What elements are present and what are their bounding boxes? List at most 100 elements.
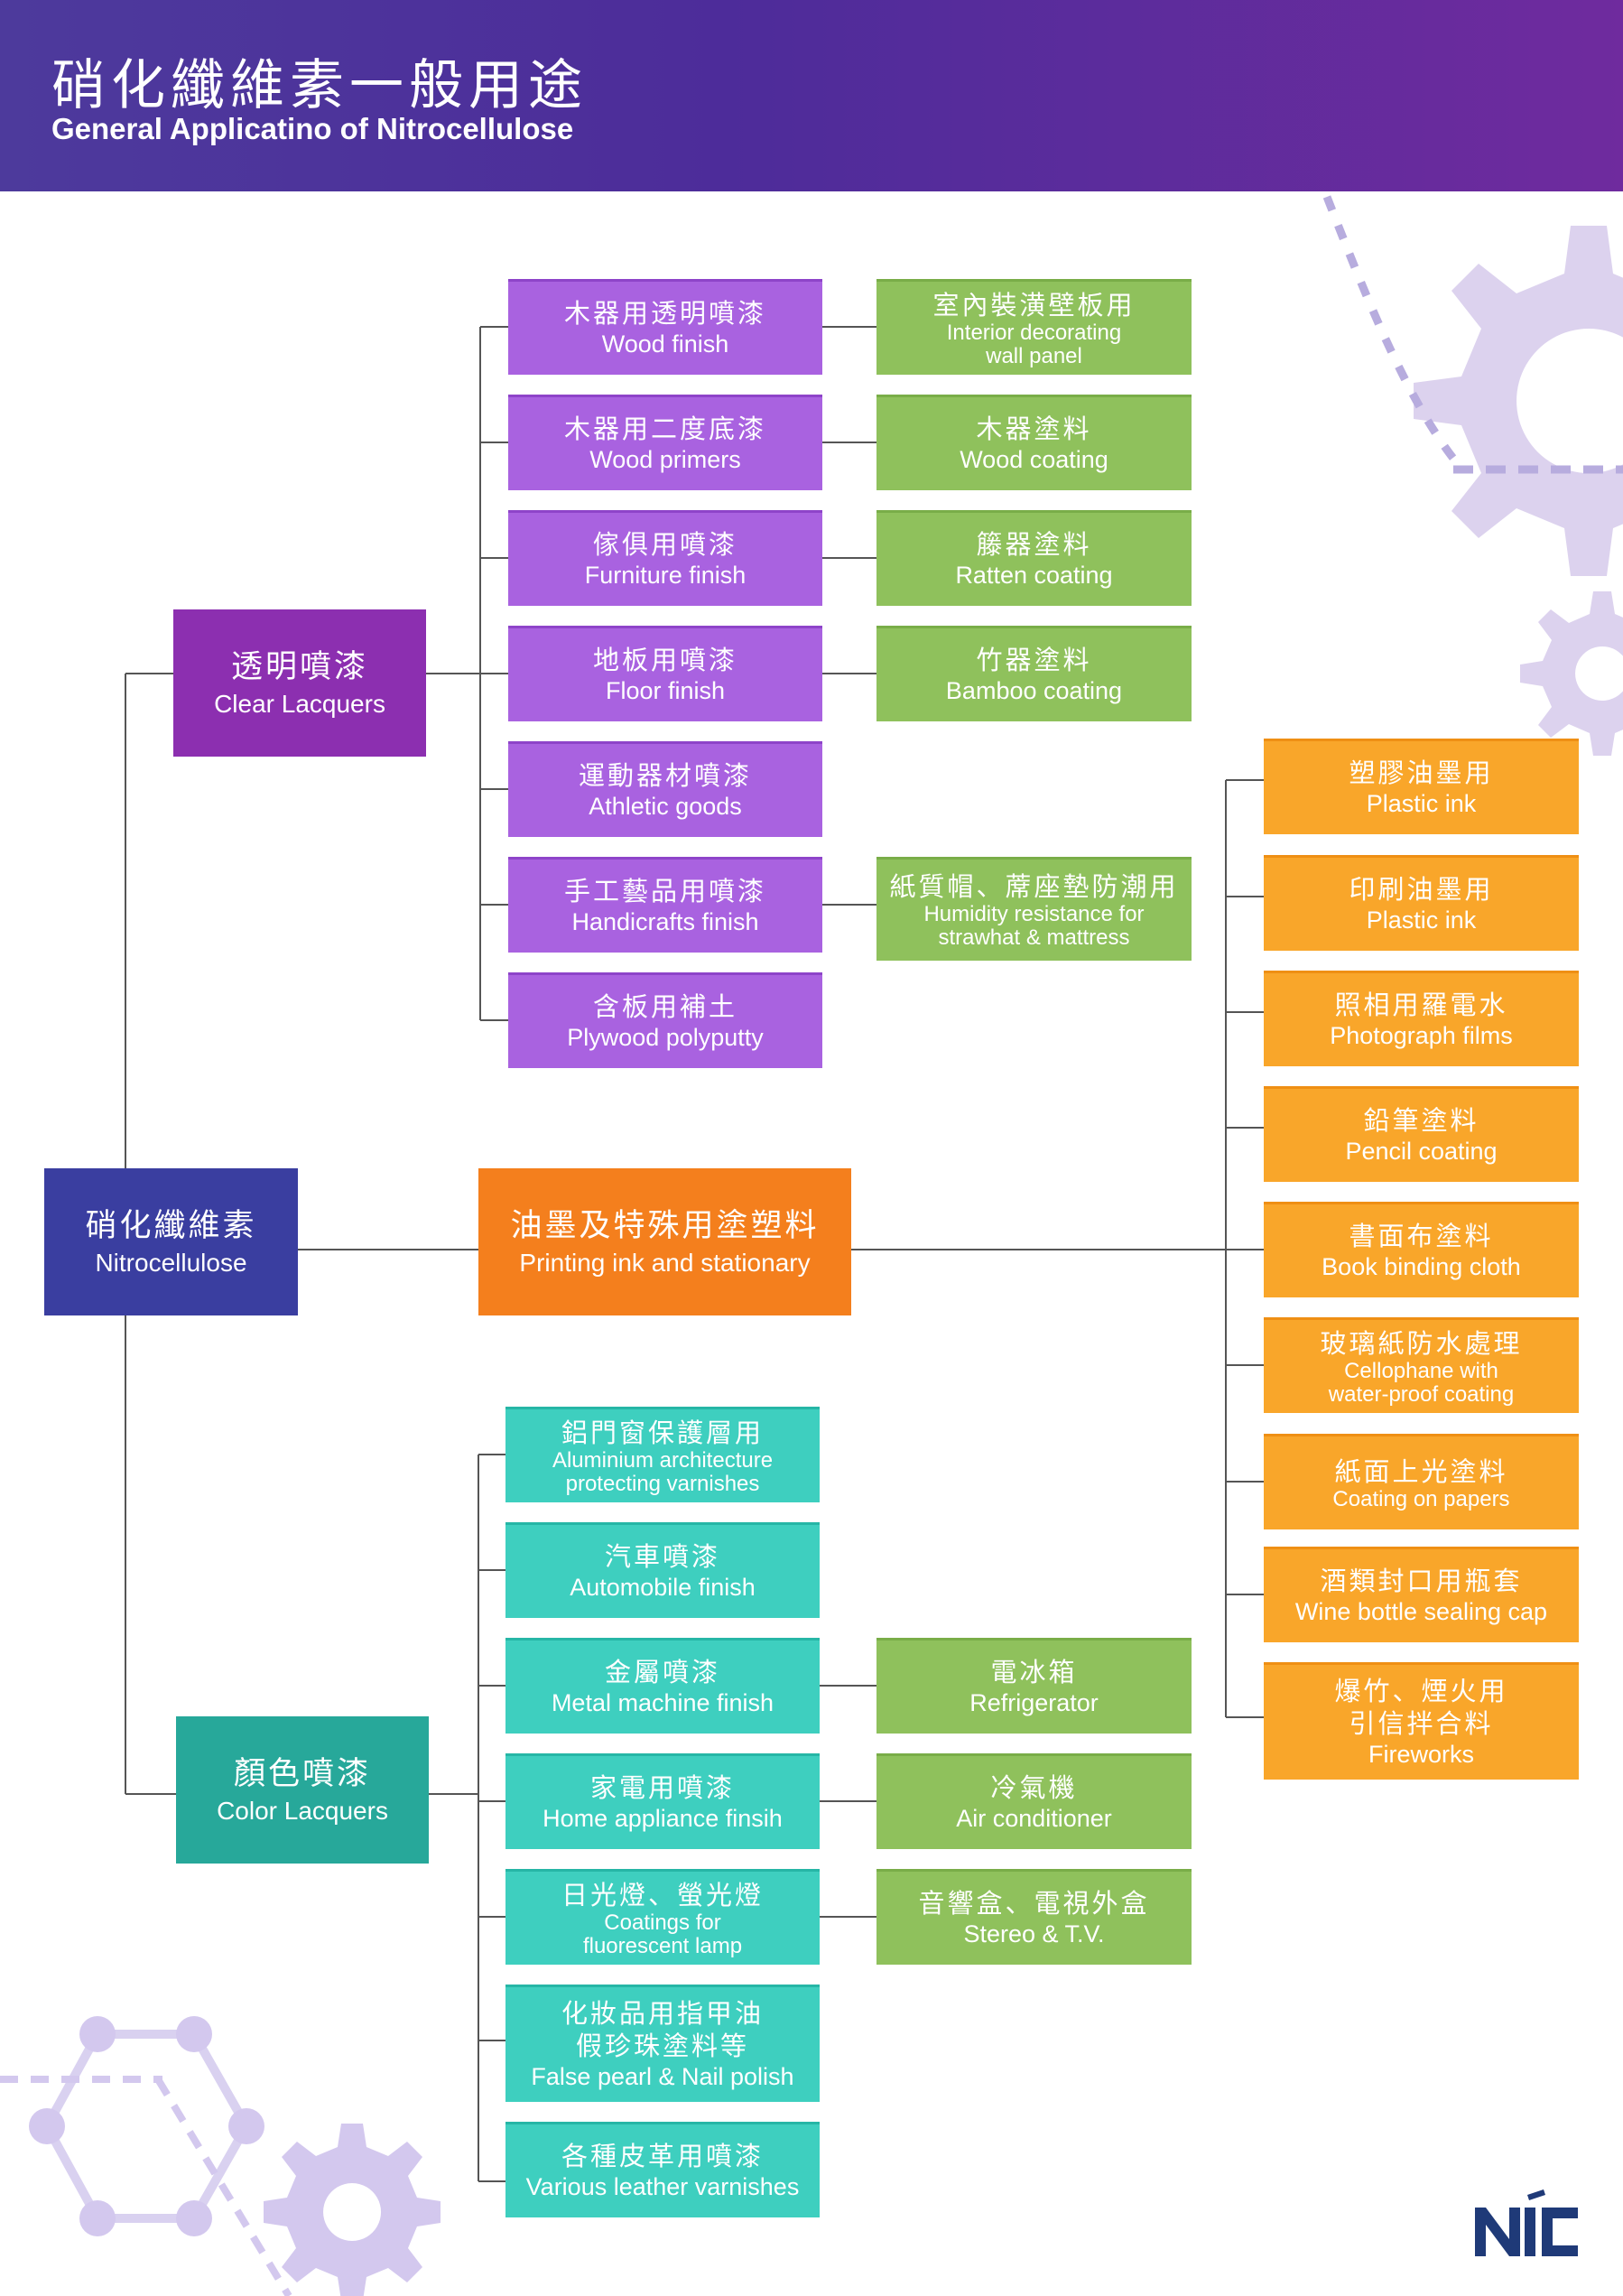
color-item-home-appliance: 家電用噴漆 Home appliance finsih <box>505 1753 820 1849</box>
item-label-zh: 籐器塗料 <box>976 529 1092 560</box>
item-label-zh: 竹器塗料 <box>976 645 1092 675</box>
item-label-en: Cellophane with water-proof coating <box>1328 1358 1515 1407</box>
sub-item-bamboo-coating: 竹器塗料 Bamboo coating <box>876 626 1192 721</box>
item-label-en: Wood finish <box>601 330 729 358</box>
item-label-en: Plastic ink <box>1366 906 1477 934</box>
item-label-zh: 紙質帽、蓆座墊防潮用 <box>889 871 1179 902</box>
clear-item-floor-finish: 地板用噴漆 Floor finish <box>508 626 822 721</box>
color-item-leather-varnishes: 各種皮革用噴漆 Various leather varnishes <box>505 2122 820 2217</box>
item-label-zh: 電冰箱 <box>990 1657 1078 1687</box>
clear-item-handicrafts-finish: 手工藝品用噴漆 Handicrafts finish <box>508 857 822 953</box>
item-label-en: Fireworks <box>1368 1741 1474 1768</box>
color-lacquers-label-zh: 顏色噴漆 <box>233 1755 371 1792</box>
item-label-zh: 木器塗料 <box>976 414 1092 444</box>
item-label-zh: 木器用二度底漆 <box>563 414 766 444</box>
item-label-en: Aluminium architecture protecting varnis… <box>552 1447 774 1496</box>
sub-item-refrigerator: 電冰箱 Refrigerator <box>876 1638 1192 1734</box>
clear-lacquers-label-en: Clear Lacquers <box>214 689 385 718</box>
item-label-zh: 運動器材噴漆 <box>578 760 752 791</box>
item-label-zh: 酒類封口用瓶套 <box>1320 1566 1523 1596</box>
sub-item-humidity-resistance: 紙質帽、蓆座墊防潮用 Humidity resistance for straw… <box>876 857 1192 961</box>
item-label-en: Plywood polyputty <box>567 1024 764 1051</box>
root-label-zh: 硝化纖維素 <box>85 1207 257 1244</box>
sub-item-stereo-tv: 音響盒、電視外盒 Stereo & T.V. <box>876 1869 1192 1965</box>
hexagon-network-icon <box>0 2016 292 2296</box>
clear-item-plywood-polyputty: 含板用補土 Plywood polyputty <box>508 972 822 1068</box>
category-color-lacquers: 顏色噴漆 Color Lacquers <box>176 1716 429 1864</box>
item-label-en: Ratten coating <box>955 562 1113 589</box>
ink-item-coating-on-papers: 紙面上光塗料 Coating on papers <box>1264 1434 1579 1529</box>
item-label-en: Book binding cloth <box>1322 1253 1521 1280</box>
item-label-zh: 含板用補土 <box>592 991 737 1022</box>
root-node-nitrocellulose: 硝化纖維素 Nitrocellulose <box>44 1168 298 1315</box>
item-label-zh: 日光燈、螢光燈 <box>561 1879 764 1910</box>
gear-icon <box>264 2124 441 2296</box>
color-item-fluorescent-lamp: 日光燈、螢光燈 Coatings for fluorescent lamp <box>505 1869 820 1965</box>
gear-icon <box>1414 226 1623 576</box>
item-label-en: Pencil coating <box>1345 1138 1498 1165</box>
root-label-en: Nitrocellulose <box>95 1248 247 1277</box>
item-label-en: Coatings for fluorescent lamp <box>582 1910 743 1958</box>
item-label-zh: 化妝品用指甲油 假珍珠塗料等 <box>561 1998 764 2061</box>
item-label-zh: 鉛筆塗料 <box>1363 1105 1479 1136</box>
item-label-en: Athletic goods <box>589 793 742 820</box>
item-label-zh: 金屬噴漆 <box>604 1657 720 1687</box>
clear-item-wood-finish: 木器用透明噴漆 Wood finish <box>508 279 822 375</box>
item-label-en: Photograph films <box>1330 1022 1513 1049</box>
printing-ink-label-zh: 油墨及特殊用塗塑料 <box>510 1207 820 1244</box>
item-label-en: Air conditioner <box>956 1805 1112 1832</box>
sub-item-interior-wall-panel: 室內裝潢壁板用 Interior decorating wall panel <box>876 279 1192 375</box>
ink-item-photograph-films: 照相用羅電水 Photograph films <box>1264 971 1579 1066</box>
color-lacquers-label-en: Color Lacquers <box>217 1796 388 1825</box>
item-label-en: Interior decorating wall panel <box>946 320 1122 368</box>
color-item-metal-machine-finish: 金屬噴漆 Metal machine finish <box>505 1638 820 1734</box>
ink-item-plastic-ink: 塑膠油墨用 Plastic ink <box>1264 739 1579 834</box>
item-label-zh: 鋁門窗保護層用 <box>561 1417 764 1448</box>
ink-item-pencil-coating: 鉛筆塗料 Pencil coating <box>1264 1086 1579 1182</box>
clear-item-furniture-finish: 傢俱用噴漆 Furniture finish <box>508 510 822 606</box>
clear-item-wood-primers: 木器用二度底漆 Wood primers <box>508 395 822 490</box>
item-label-en: Furniture finish <box>584 562 747 589</box>
item-label-en: Automobile finish <box>570 1574 756 1601</box>
item-label-zh: 室內裝潢壁板用 <box>932 289 1136 321</box>
category-printing-ink: 油墨及特殊用塗塑料 Printing ink and stationary <box>478 1168 851 1315</box>
item-label-zh: 爆竹、煙火用 引信拌合料 <box>1334 1676 1508 1739</box>
clear-item-athletic-goods: 運動器材噴漆 Athletic goods <box>508 741 822 837</box>
gear-icon <box>1520 591 1623 756</box>
item-label-zh: 音響盒、電視外盒 <box>918 1888 1150 1919</box>
category-clear-lacquers: 透明噴漆 Clear Lacquers <box>173 609 426 757</box>
ink-item-book-binding-cloth: 書面布塗料 Book binding cloth <box>1264 1202 1579 1297</box>
item-label-zh: 塑膠油墨用 <box>1349 758 1494 788</box>
item-label-zh: 書面布塗料 <box>1349 1221 1494 1251</box>
item-label-en: Home appliance finsih <box>543 1805 783 1832</box>
item-label-en: Wood coating <box>960 446 1108 473</box>
color-item-nail-polish: 化妝品用指甲油 假珍珠塗料等 False pearl & Nail polish <box>505 1985 820 2102</box>
item-label-zh: 傢俱用噴漆 <box>592 529 737 560</box>
item-label-zh: 印刷油墨用 <box>1349 874 1494 905</box>
page-subtitle: General Applicatino of Nitrocellulose <box>51 112 574 145</box>
item-label-zh: 玻璃紙防水處理 <box>1320 1327 1523 1359</box>
item-label-zh: 紙面上光塗料 <box>1334 1455 1508 1487</box>
item-label-en: Coating on papers <box>1332 1486 1510 1511</box>
item-label-zh: 家電用噴漆 <box>589 1772 735 1803</box>
item-label-en: Metal machine finish <box>551 1689 774 1716</box>
item-label-en: Bamboo coating <box>945 677 1123 704</box>
item-label-en: Wine bottle sealing cap <box>1294 1598 1548 1625</box>
ink-item-printing-ink: 印刷油墨用 Plastic ink <box>1264 855 1579 951</box>
item-label-zh: 地板用噴漆 <box>592 645 737 675</box>
sub-item-air-conditioner: 冷氣機 Air conditioner <box>876 1753 1192 1849</box>
item-label-zh: 汽車噴漆 <box>604 1541 720 1572</box>
item-label-en: Stereo & T.V. <box>963 1920 1105 1947</box>
item-label-en: False pearl & Nail polish <box>531 2063 794 2090</box>
printing-ink-label-en: Printing ink and stationary <box>519 1248 811 1277</box>
item-label-zh: 照相用羅電水 <box>1334 990 1508 1020</box>
item-label-en: Wood primers <box>589 446 741 473</box>
ink-item-cellophane: 玻璃紙防水處理 Cellophane with water-proof coat… <box>1264 1317 1579 1413</box>
clear-lacquers-label-zh: 透明噴漆 <box>230 648 368 685</box>
ink-item-fireworks: 爆竹、煙火用 引信拌合料 Fireworks <box>1264 1662 1579 1780</box>
sub-item-wood-coating: 木器塗料 Wood coating <box>876 395 1192 490</box>
item-label-en: Plastic ink <box>1366 790 1477 817</box>
color-item-aluminium: 鋁門窗保護層用 Aluminium architecture protectin… <box>505 1407 820 1502</box>
